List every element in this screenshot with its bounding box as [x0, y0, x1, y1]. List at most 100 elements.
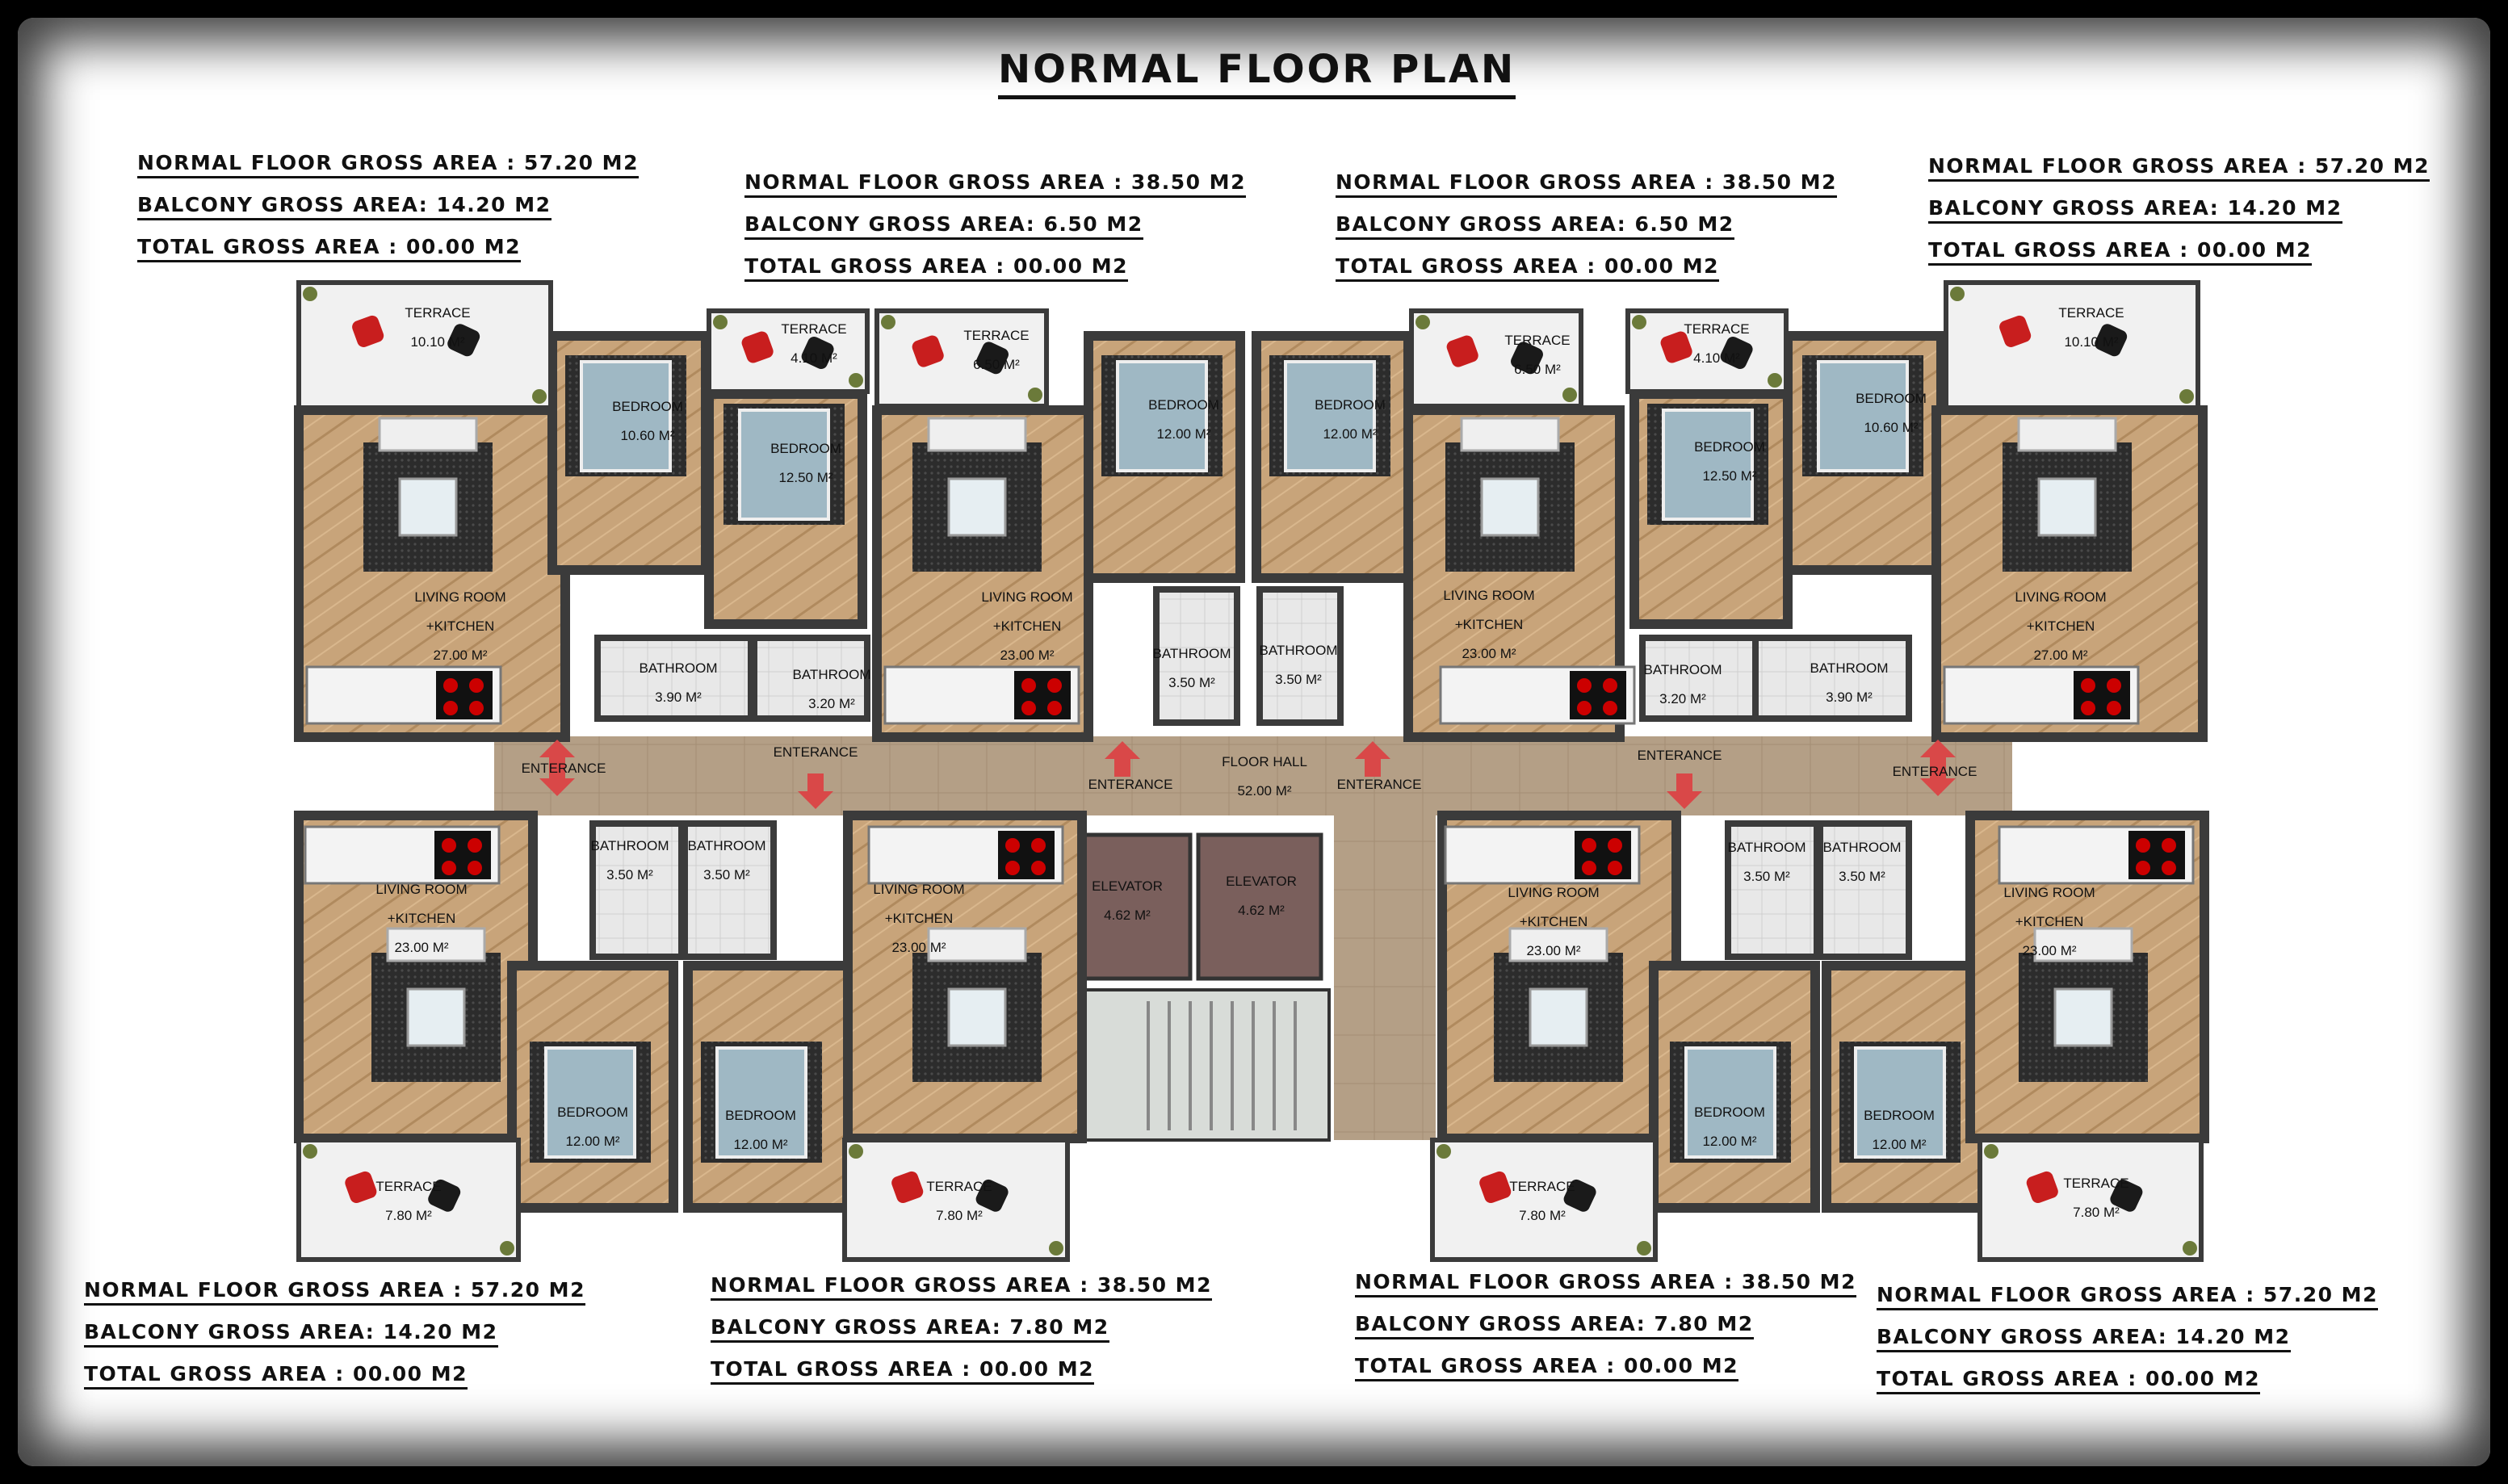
entrance-label: ENTERANCE: [1893, 764, 1977, 780]
chair-red: [741, 331, 774, 363]
plant: [500, 1241, 514, 1256]
bed: [1684, 1046, 1776, 1159]
coffee-table: [2053, 987, 2113, 1047]
burner: [1577, 701, 1592, 715]
chair-red: [1479, 1171, 1512, 1203]
balcony-area-text: BALCONY GROSS AREA: 7.80 M2: [711, 1314, 1109, 1343]
label-line: 23.00 M²: [2022, 943, 2077, 958]
label-line: 10.60 M²: [1864, 420, 1919, 435]
elev1-label: ELEVATOR 4.62 M²: [1092, 878, 1163, 924]
stair-step: [1294, 1001, 1297, 1130]
elevator-1: [1065, 832, 1193, 981]
label-line: LIVING ROOM: [1508, 885, 1600, 900]
label-line: 12.00 M²: [1156, 426, 1211, 442]
gross-area-text: NORMAL FLOOR GROSS AREA : 57.20 M2: [84, 1277, 585, 1306]
terrace: [842, 1138, 1070, 1262]
label-line: 12.00 M²: [1323, 426, 1378, 442]
chair-black: [1511, 342, 1543, 375]
label-line: 3.50 M²: [1743, 869, 1790, 884]
burner: [1021, 678, 1036, 693]
label-line: BATHROOM: [639, 660, 718, 676]
chair-black: [428, 1179, 461, 1212]
bed: [580, 360, 672, 472]
label-line: +KITCHEN: [387, 911, 456, 926]
balcony-area-text: BALCONY GROSS AREA: 14.20 M2: [1877, 1324, 2291, 1352]
label-line: LIVING ROOM: [375, 882, 468, 897]
bathroom-floor: [1256, 586, 1344, 726]
label-line: 12.00 M²: [1702, 1134, 1757, 1149]
label-line: 4.10 M²: [791, 350, 837, 366]
chair-red: [912, 335, 944, 367]
plant: [881, 315, 895, 329]
chair-black: [1563, 1179, 1596, 1212]
total-area-text: TOTAL GROSS AREA : 00.00 M2: [744, 254, 1128, 282]
label-line: ELEVATOR: [1092, 878, 1163, 894]
burner: [2162, 838, 2176, 853]
burner: [2081, 678, 2095, 693]
bath-t5-label: BATHROOM 3.20 M²: [1644, 662, 1722, 707]
stair-step: [1147, 1001, 1150, 1130]
plant: [532, 389, 547, 404]
label-line: 4.62 M²: [1104, 908, 1151, 923]
chair-red: [352, 315, 384, 347]
sofa: [927, 417, 1027, 452]
label-line: 23.00 M²: [1462, 646, 1516, 661]
label-line: 12.50 M²: [778, 470, 833, 485]
plant: [849, 373, 863, 388]
label-line: 3.50 M²: [1839, 869, 1885, 884]
chair-black: [447, 324, 480, 357]
burner: [1603, 701, 1617, 715]
burner: [1603, 678, 1617, 693]
burner: [442, 838, 456, 853]
label-line: 6.50 M²: [1514, 362, 1561, 377]
bathroom-floor: [1752, 635, 1912, 722]
label-line: FLOOR HALL: [1222, 754, 1307, 769]
coffee-table: [1529, 987, 1588, 1047]
label-line: 10.60 M²: [620, 428, 675, 443]
plant: [1984, 1144, 1998, 1159]
burner: [1582, 838, 1596, 853]
label-line: 3.50 M²: [703, 867, 750, 882]
bed-t2-label: BEDROOM 12.50 M²: [770, 441, 841, 486]
label-line: LIVING ROOM: [2003, 885, 2095, 900]
label-line: 12.00 M²: [733, 1137, 788, 1152]
bed: [1817, 360, 1909, 472]
total-area-text: TOTAL GROSS AREA : 00.00 M2: [1336, 254, 1719, 282]
label-line: 10.10 M²: [2064, 334, 2119, 350]
coffee-table: [947, 477, 1007, 537]
label-line: BEDROOM: [770, 441, 841, 456]
label-line: BEDROOM: [1864, 1108, 1935, 1123]
label-line: 52.00 M²: [1237, 783, 1292, 799]
burner: [468, 838, 482, 853]
burner: [1577, 678, 1592, 693]
label-line: 3.50 M²: [1275, 672, 1322, 687]
label-line: 3.20 M²: [1659, 691, 1706, 706]
label-line: BATHROOM: [1643, 662, 1722, 677]
label-line: +KITCHEN: [992, 618, 1062, 634]
terrace: [1625, 308, 1789, 394]
burner: [1047, 701, 1062, 715]
burner: [1608, 861, 1622, 875]
bathroom-floor: [682, 820, 777, 960]
terrace: [296, 1138, 521, 1262]
plant: [1415, 315, 1430, 329]
stair-step: [1189, 1001, 1192, 1130]
bed: [738, 409, 830, 521]
label-line: TERRACE: [926, 1179, 992, 1194]
